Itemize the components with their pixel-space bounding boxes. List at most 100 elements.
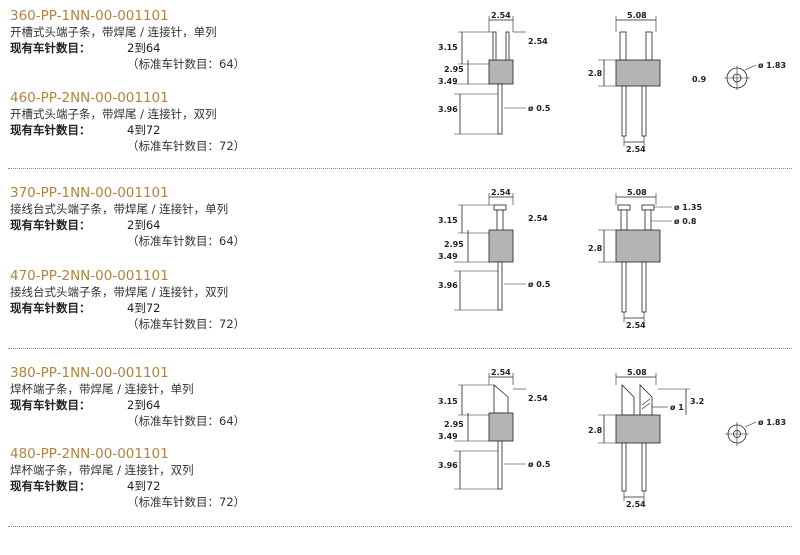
dim-top-right: 2.54 [528,394,548,403]
product-description: 焊杯端子条，带焊尾 / 连接针，单列 [10,382,194,396]
part-number: 480-PP-2NN-00-001101 [10,446,169,462]
pin-count-row: 现有车针数目： 2到64 [10,217,310,233]
dim-height: 2.8 [588,426,603,435]
single-row-side-drawing: 2.54 3.15 2.54 2.95 3.49 3.96 ø 0.5 [438,11,551,135]
pin-count-value: 2到64 [127,41,161,55]
tail-pin [497,261,503,311]
pin-count-label: 现有车针数目： [10,41,91,55]
dim-tail: 3.96 [438,281,458,290]
hole-detail-drawing: 0.9 ø 1.83 [692,61,786,90]
dim-pin-dia: ø 0.5 [528,460,551,469]
dim-top-right: 2.54 [528,214,548,223]
pin-count-row: 现有车针数目： 4到72 [10,478,310,494]
dim-pitch: 2.54 [491,188,511,197]
housing-body [615,59,661,87]
dim-body: 3.49 [438,252,458,261]
product-description: 焊杯端子条，带焊尾 / 连接针，双列 [10,463,194,477]
pin-count-row: 现有车针数目： 2到64 [10,397,310,413]
dim-mid: 2.95 [444,65,464,74]
dim-tail: 3.96 [438,105,458,114]
dim-body: 3.49 [438,77,458,86]
pin-top-left [492,31,497,65]
standard-pin-count: （标准车针数目：72） [127,317,246,331]
part-number: 360-PP-1NN-00-001101 [10,8,169,24]
dim-neck-dia: ø 0.8 [674,217,697,226]
standard-pin-count: （标准车针数目：64） [127,57,246,71]
product-description: 开槽式头端子条，带焊尾 / 连接针，双列 [10,107,217,121]
pin-count-value: 4到72 [127,123,161,137]
part-number: 380-PP-1NN-00-001101 [10,365,169,381]
dim-width-double: 5.08 [627,188,647,197]
housing-body [615,229,661,263]
product-entry-370: 370-PP-1NN-00-001101 接线台式头端子条，带焊尾 / 连接针，… [10,185,310,249]
solder-cup [493,384,509,414]
tail-pin [497,83,503,135]
standard-pin-count: （标准车针数目：64） [127,234,246,248]
housing-body [615,414,661,444]
pin-count-value: 2到64 [127,218,161,232]
housing-body [488,412,514,442]
dim-top: 3.15 [438,397,458,406]
dim-tail: 3.96 [438,461,458,470]
dim-height: 2.8 [588,244,603,253]
section-divider [8,168,792,169]
dim-top: 3.15 [438,216,458,225]
product-entry-470: 470-PP-2NN-00-001101 接线台式头端子条，带焊尾 / 连接针，… [10,268,310,332]
pin-count-label: 现有车针数目： [10,479,91,493]
pin-count-label: 现有车针数目： [10,398,91,412]
dim-pitch-bottom: 2.54 [626,500,646,509]
housing-body [488,229,514,263]
dim-head-dia: ø 1.35 [674,203,702,212]
dim-offset: 0.9 [692,75,707,84]
dim-hole-dia: ø 1.83 [758,61,786,70]
double-row-side-drawing: 5.08 2.8 2.54 [588,11,661,154]
standard-pin-count: （标准车针数目：72） [127,495,246,509]
single-row-side-drawing: 2.54 3.15 2.54 2.95 3.49 3.96 ø 0.5 [438,188,551,311]
double-row-side-drawing: 5.08 2.8 ø 1 3.2 2.54 [588,368,704,509]
dim-cup-height: 3.2 [690,397,704,406]
pin-count-label: 现有车针数目： [10,301,91,315]
part-number: 460-PP-2NN-00-001101 [10,90,169,106]
product-description: 开槽式头端子条，带焊尾 / 连接针，单列 [10,25,217,39]
pin-count-row: 现有车针数目： 4到72 [10,122,310,138]
pin-count-row: 现有车针数目： 4到72 [10,300,310,316]
dim-top: 3.15 [438,43,458,52]
double-row-side-drawing: 5.08 2.8 ø 1.35 ø 0.8 2.54 [588,188,702,330]
dim-cup-dia: ø 1 [670,403,684,412]
product-entry-480: 480-PP-2NN-00-001101 焊杯端子条，带焊尾 / 连接针，双列 … [10,446,310,510]
housing-body [488,59,514,85]
dim-top-right: 2.54 [528,37,548,46]
dim-pitch-bottom: 2.54 [626,321,646,330]
dim-pin-dia: ø 0.5 [528,104,551,113]
pin-count-label: 现有车针数目： [10,218,91,232]
dim-hole-dia: ø 1.83 [758,418,786,427]
dim-mid: 2.95 [444,240,464,249]
part-number: 370-PP-1NN-00-001101 [10,185,169,201]
single-row-side-drawing: 2.54 3.15 2.54 2.95 3.49 3.96 ø 0.5 [438,368,551,490]
pin-count-row: 现有车针数目： 2到64 [10,40,310,56]
pin-count-value: 4到72 [127,479,161,493]
product-description: 接线台式头端子条，带焊尾 / 连接针，双列 [10,285,229,299]
dim-pitch: 2.54 [491,11,511,20]
section-divider [8,348,792,349]
dim-width-double: 5.08 [627,368,647,377]
dim-pin-dia: ø 0.5 [528,280,551,289]
pin-count-label: 现有车针数目： [10,123,91,137]
dim-body: 3.49 [438,432,458,441]
hole-detail-drawing: ø 1.83 [725,418,786,446]
pin-top-right [505,31,510,65]
tail-pin [497,440,503,490]
product-entry-360: 360-PP-1NN-00-001101 开槽式头端子条，带焊尾 / 连接针，单… [10,8,310,72]
section-divider [8,526,792,527]
dim-pitch-bottom: 2.54 [626,145,646,154]
product-entry-460: 460-PP-2NN-00-001101 开槽式头端子条，带焊尾 / 连接针，双… [10,90,310,154]
product-entry-380: 380-PP-1NN-00-001101 焊杯端子条，带焊尾 / 连接针，单列 … [10,365,310,429]
pin-count-value: 4到72 [127,301,161,315]
dim-height: 2.8 [588,69,603,78]
standard-pin-count: （标准车针数目：64） [127,414,246,428]
product-description: 接线台式头端子条，带焊尾 / 连接针，单列 [10,202,229,216]
dim-width-double: 5.08 [627,11,647,20]
standard-pin-count: （标准车针数目：72） [127,139,246,153]
dim-mid: 2.95 [444,420,464,429]
pin-count-value: 2到64 [127,398,161,412]
